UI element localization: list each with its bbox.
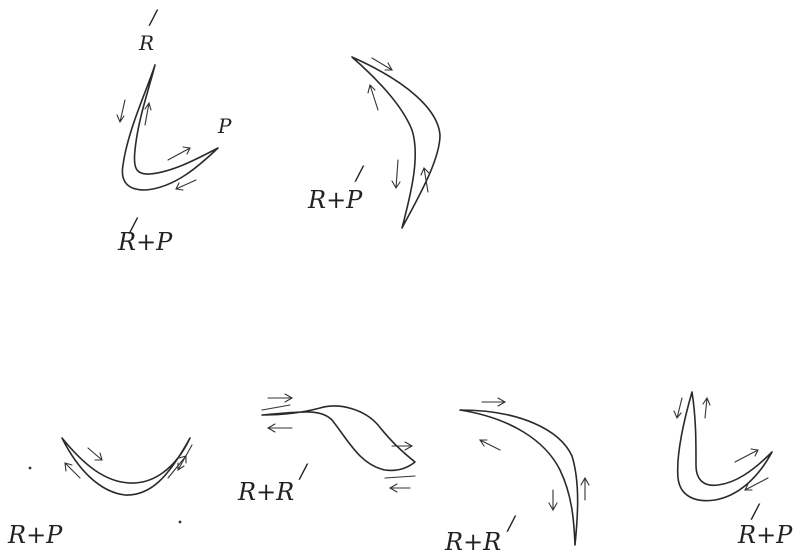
arrow-up xyxy=(145,103,151,125)
stray-dot xyxy=(29,467,32,470)
arrow-left xyxy=(268,424,292,432)
arrow-down-left xyxy=(117,100,125,122)
s-shape xyxy=(262,406,415,470)
arrow-top-right xyxy=(268,394,292,402)
arrow-left xyxy=(176,180,196,190)
label-p: P xyxy=(217,114,232,138)
caption-r-prime-plus-p: R+P xyxy=(737,521,793,549)
line-left-top xyxy=(262,405,290,410)
sketch-r-plus-r-prime-s: R+R / xyxy=(237,394,415,506)
arrow-left xyxy=(745,478,768,490)
arrow-bottom-left xyxy=(390,484,410,492)
arrow-left-up xyxy=(65,463,80,478)
label-prime: / xyxy=(148,5,159,29)
caption-r-prime-plus-p: R+P xyxy=(117,228,173,256)
line-right-bottom xyxy=(385,476,415,478)
sketch-r-prime-plus-p-top: R / P R+P / xyxy=(117,5,232,256)
sketch-r-prime-plus-p-bottom: R+P / xyxy=(674,392,793,549)
caption-r-plus-r-prime: R+R xyxy=(444,528,501,555)
sketch-r-plus-r-prime-blade: R+R / xyxy=(444,398,589,555)
caption-prime-mark: / xyxy=(298,459,309,483)
sketch-r-plus-p-prime: R+P / xyxy=(307,57,440,228)
stray-dot xyxy=(179,521,182,524)
arrow-down xyxy=(674,398,682,418)
arrow-right-down xyxy=(88,448,102,460)
blade-shape xyxy=(352,57,440,228)
arrow-right xyxy=(168,147,190,160)
arrow-down xyxy=(392,160,400,188)
caption-prime-mark: / xyxy=(354,161,365,185)
arrow-right xyxy=(735,449,758,462)
v-shape xyxy=(62,438,190,495)
arrow-top xyxy=(482,398,505,406)
caption-r-plus-r-prime: R+R xyxy=(237,478,294,506)
caption-r-plus-p: R+P xyxy=(7,521,63,549)
sketch-r-plus-p-bottom: R+P xyxy=(7,438,192,549)
caption-prime-mark: / xyxy=(506,511,517,535)
label-r: R xyxy=(138,31,154,55)
arrow-down xyxy=(549,490,557,510)
arrow-up xyxy=(703,398,710,418)
hook-shape xyxy=(122,65,218,190)
blade-shape xyxy=(460,410,578,545)
caption-r-plus-p-prime: R+P xyxy=(307,186,363,214)
hook-shape xyxy=(678,392,772,501)
arrow-up-left xyxy=(368,85,378,110)
arrow-up xyxy=(581,478,589,500)
caption-prime-mark: / xyxy=(750,499,761,523)
arrow-up-left xyxy=(480,440,500,450)
